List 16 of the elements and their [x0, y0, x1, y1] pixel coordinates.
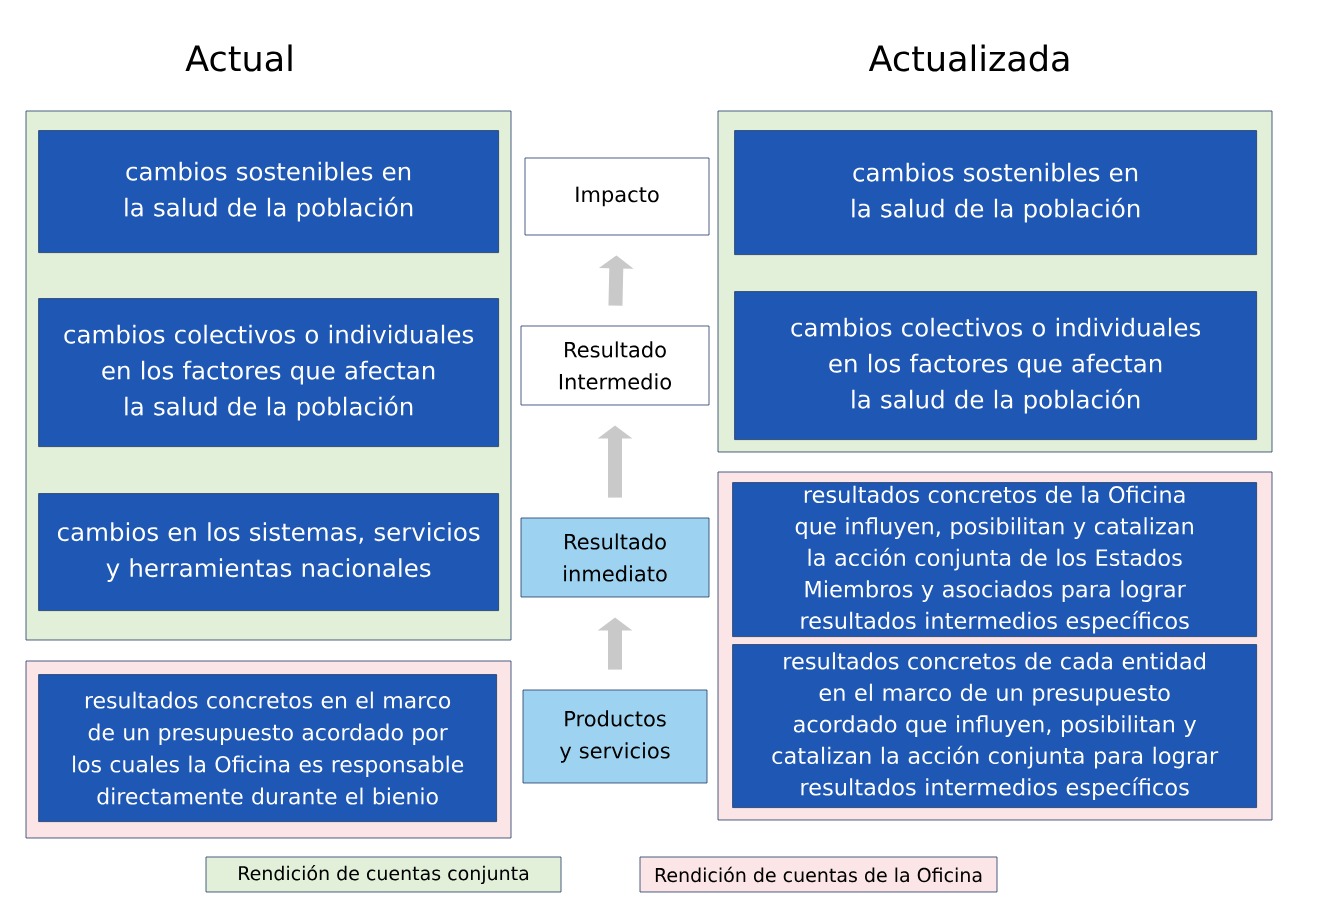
statement-box: cambios sostenibles en la salud de la población	[38, 130, 499, 253]
legend-item: Rendición de cuentas de la Oficina	[639, 856, 998, 893]
level-box: Resultado Intermedio	[520, 325, 710, 406]
column-heading: Actualizada	[868, 44, 1069, 72]
legend-item: Rendición de cuentas conjunta	[205, 856, 562, 893]
column-heading: Actual	[185, 44, 292, 72]
level-box: Productos y servicios	[522, 689, 708, 784]
statement-box: cambios colectivos o individuales en los factores que afectan la salud de la población	[38, 298, 499, 447]
level-box: Impacto	[524, 157, 710, 236]
level-box: Resultado inmediato	[520, 517, 710, 598]
statement-box: resultados concretos en el marco de un presupuesto acordado por los cuales la Oficina es responsable directamente durante el bienio	[38, 674, 497, 822]
statement-box: cambios colectivos o individuales en los factores que afectan la salud de la población	[734, 291, 1257, 440]
statement-box: resultados concretos de la Oficina que influyen, posibilitan y catalizan la acción conjunta de los Estados Miembros y asociados para lograr resultados intermedios específicos	[732, 482, 1257, 637]
statement-box: cambios sostenibles en la salud de la población	[734, 130, 1257, 255]
statement-box: cambios en los sistemas, servicios y herramientas nacionales	[38, 493, 499, 611]
statement-box: resultados concretos de cada entidad en el marco de un presupuesto acordado que influyen, posibilitan y catalizan la acción conjunta para lograr resultados intermedios específicos	[732, 644, 1257, 808]
